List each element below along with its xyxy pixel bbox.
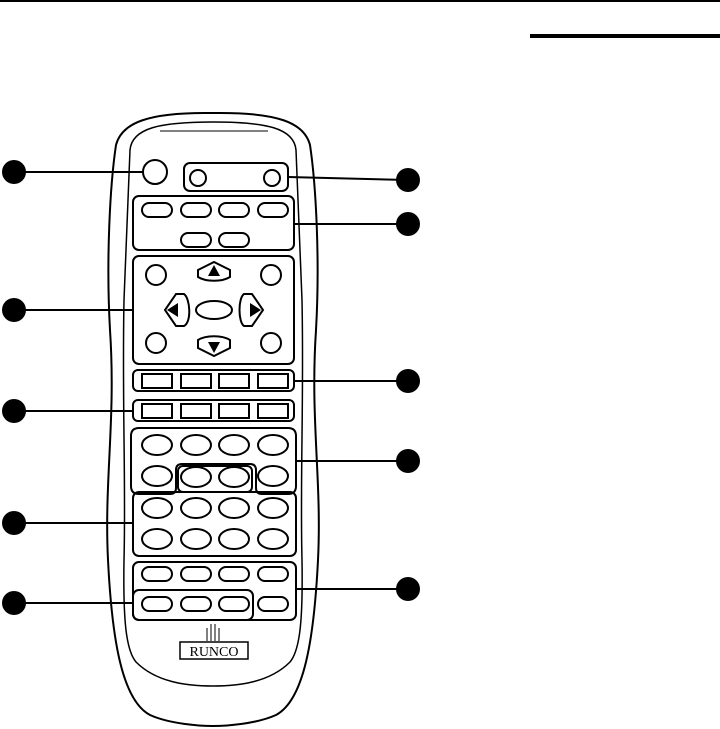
- keypad-button-6[interactable]: [180, 528, 212, 550]
- keypad-button-3[interactable]: [218, 497, 250, 519]
- source-button-4[interactable]: [257, 202, 289, 218]
- middle-button-5[interactable]: [141, 465, 173, 487]
- function-row-1-button-3[interactable]: [218, 373, 250, 389]
- nav-up-button[interactable]: [197, 260, 231, 282]
- callout-3: [2, 399, 133, 423]
- middle-inner-group: [177, 465, 253, 493]
- middle-button-1[interactable]: [141, 434, 173, 456]
- triangle-left-icon: [167, 303, 178, 317]
- source-button-2[interactable]: [180, 202, 212, 218]
- nav-corner-bottom-left[interactable]: [145, 332, 167, 354]
- callout-5: [2, 591, 133, 615]
- callout-4: [2, 511, 133, 535]
- nav-corner-top-left[interactable]: [145, 264, 167, 286]
- bottom-left-group: [132, 589, 254, 621]
- callout-1: [2, 160, 143, 184]
- nav-corner-bottom-right[interactable]: [260, 332, 282, 354]
- middle-button-4[interactable]: [257, 434, 289, 456]
- nav-corner-top-right[interactable]: [260, 264, 282, 286]
- numeric-keypad: [132, 491, 297, 557]
- callout-7: [294, 212, 420, 236]
- bottom-button-1[interactable]: [141, 566, 173, 582]
- middle-button-7[interactable]: [180, 466, 212, 488]
- nav-right-button[interactable]: [238, 293, 265, 327]
- callout-10: [296, 577, 420, 601]
- nav-left-button[interactable]: [163, 293, 191, 327]
- source-button-1[interactable]: [141, 202, 173, 218]
- middle-button-8[interactable]: [218, 466, 250, 488]
- callout-6: [287, 168, 420, 192]
- middle-group: [130, 427, 297, 495]
- remote-inner-outline: [122, 121, 304, 687]
- middle-button-2[interactable]: [180, 434, 212, 456]
- runco-logo: RUNCO: [179, 624, 249, 660]
- bottom-button-5[interactable]: [141, 596, 173, 612]
- keypad-button-4[interactable]: [257, 497, 289, 519]
- function-row-2-button-3[interactable]: [218, 403, 250, 419]
- bottom-button-3[interactable]: [218, 566, 250, 582]
- bottom-button-2[interactable]: [180, 566, 212, 582]
- middle-button-3[interactable]: [218, 434, 250, 456]
- source-button-5[interactable]: [180, 232, 212, 248]
- bottom-button-4[interactable]: [257, 566, 289, 582]
- bottom-button-8[interactable]: [257, 596, 289, 612]
- nav-enter-button[interactable]: [195, 300, 233, 320]
- off-button[interactable]: [263, 169, 281, 187]
- source-group: [132, 195, 295, 251]
- power-button[interactable]: [142, 159, 168, 185]
- on-button[interactable]: [189, 169, 207, 187]
- function-row-1-button-2[interactable]: [180, 373, 212, 389]
- callout-8: [294, 369, 420, 393]
- function-row-2-button-4[interactable]: [257, 403, 289, 419]
- callout-9: [296, 449, 420, 473]
- bottom-button-7[interactable]: [218, 596, 250, 612]
- nav-down-button[interactable]: [197, 335, 231, 358]
- callout-2: [2, 298, 133, 322]
- function-row-2-button-1[interactable]: [141, 403, 173, 419]
- triangle-down-icon: [208, 342, 220, 353]
- triangle-up-icon: [208, 265, 220, 276]
- source-button-3[interactable]: [218, 202, 250, 218]
- source-button-6[interactable]: [218, 232, 250, 248]
- function-row-1-button-4[interactable]: [257, 373, 289, 389]
- function-row-2-button-2[interactable]: [180, 403, 212, 419]
- middle-button-6[interactable]: [257, 465, 289, 487]
- bottom-button-6[interactable]: [180, 596, 212, 612]
- logo-text: RUNCO: [189, 645, 238, 660]
- remote-body: [106, 112, 320, 728]
- triangle-right-icon: [250, 303, 261, 317]
- keypad-button-1[interactable]: [141, 497, 173, 519]
- keypad-button-5[interactable]: [141, 528, 173, 550]
- keypad-button-7[interactable]: [218, 528, 250, 550]
- keypad-button-8[interactable]: [257, 528, 289, 550]
- keypad-button-2[interactable]: [180, 497, 212, 519]
- function-row-1-button-1[interactable]: [141, 373, 173, 389]
